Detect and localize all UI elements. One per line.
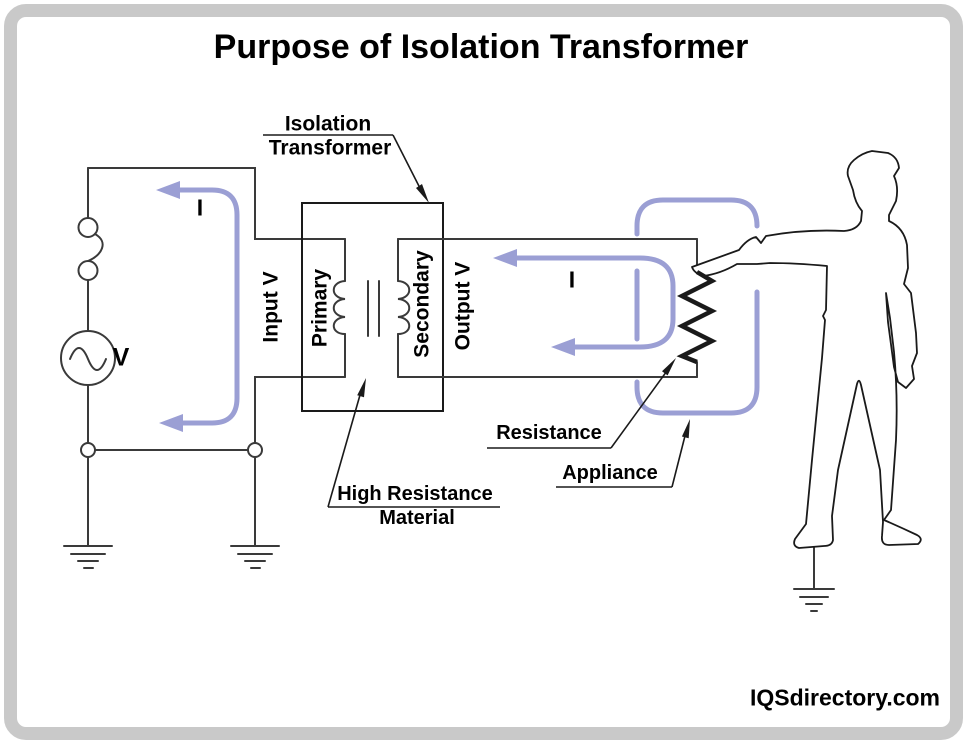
primary-winding-coil xyxy=(332,280,346,335)
source-voltage-label: V xyxy=(112,343,130,372)
fuse-terminal-top xyxy=(77,217,99,238)
transformer-box xyxy=(301,202,444,412)
appliance-outline-bottom xyxy=(634,289,760,416)
isolation-callout-arrowhead xyxy=(416,184,429,203)
primary-winding-label: Primary xyxy=(308,268,332,348)
secondary-current-loop xyxy=(493,249,676,356)
high-resistance-label-line1: High Resistance xyxy=(337,483,493,505)
person-figure xyxy=(691,150,922,549)
primary-current-arrow-bottom xyxy=(159,414,183,432)
junction-node-right xyxy=(247,442,263,458)
output-voltage-label: Output V xyxy=(451,261,475,351)
page-title: Purpose of Isolation Transformer xyxy=(213,28,749,66)
ground-symbol-person xyxy=(793,588,835,612)
resistance-arrowhead xyxy=(662,358,676,376)
secondary-current-arrow-bottom xyxy=(551,338,575,356)
ground-symbol-right xyxy=(230,545,280,569)
appliance-leader xyxy=(671,427,688,488)
isolation-callout-line2: Transformer xyxy=(268,136,392,160)
fuse-element xyxy=(87,233,104,262)
primary-top-wire xyxy=(87,167,346,240)
circuit-wires xyxy=(60,167,835,612)
secondary-current-arrow-top xyxy=(493,249,517,267)
appliance-arrowhead xyxy=(681,419,690,439)
ac-sine-wave xyxy=(69,347,107,371)
primary-current-loop xyxy=(156,181,240,432)
input-voltage-label: Input V xyxy=(259,271,283,343)
appliance-callout-label: Appliance xyxy=(562,462,658,484)
ground-symbol-left xyxy=(63,545,113,569)
high-resistance-arrowhead xyxy=(357,378,366,398)
secondary-current-label: I xyxy=(568,266,576,293)
isolation-callout-leader xyxy=(392,134,425,197)
resistance-leader xyxy=(610,363,673,449)
resistance-element xyxy=(676,270,718,365)
secondary-winding-label: Secondary xyxy=(410,250,434,358)
watermark: IQSdirectory.com xyxy=(749,684,941,711)
resistance-callout-label: Resistance xyxy=(496,422,602,444)
high-resistance-leader xyxy=(327,387,363,508)
secondary-winding-coil xyxy=(397,280,411,335)
isolation-callout-line1: Isolation xyxy=(284,112,372,136)
primary-current-arrow-top xyxy=(156,181,180,199)
appliance-outline xyxy=(634,197,760,416)
appliance-outline-top xyxy=(634,197,760,237)
junction-node-left xyxy=(80,442,96,458)
callout-leaders xyxy=(263,134,690,508)
high-resistance-label-line2: Material xyxy=(379,507,455,529)
fuse-terminal-bottom xyxy=(77,260,99,281)
primary-bottom-wire xyxy=(254,376,346,444)
primary-current-label: I xyxy=(196,194,204,221)
